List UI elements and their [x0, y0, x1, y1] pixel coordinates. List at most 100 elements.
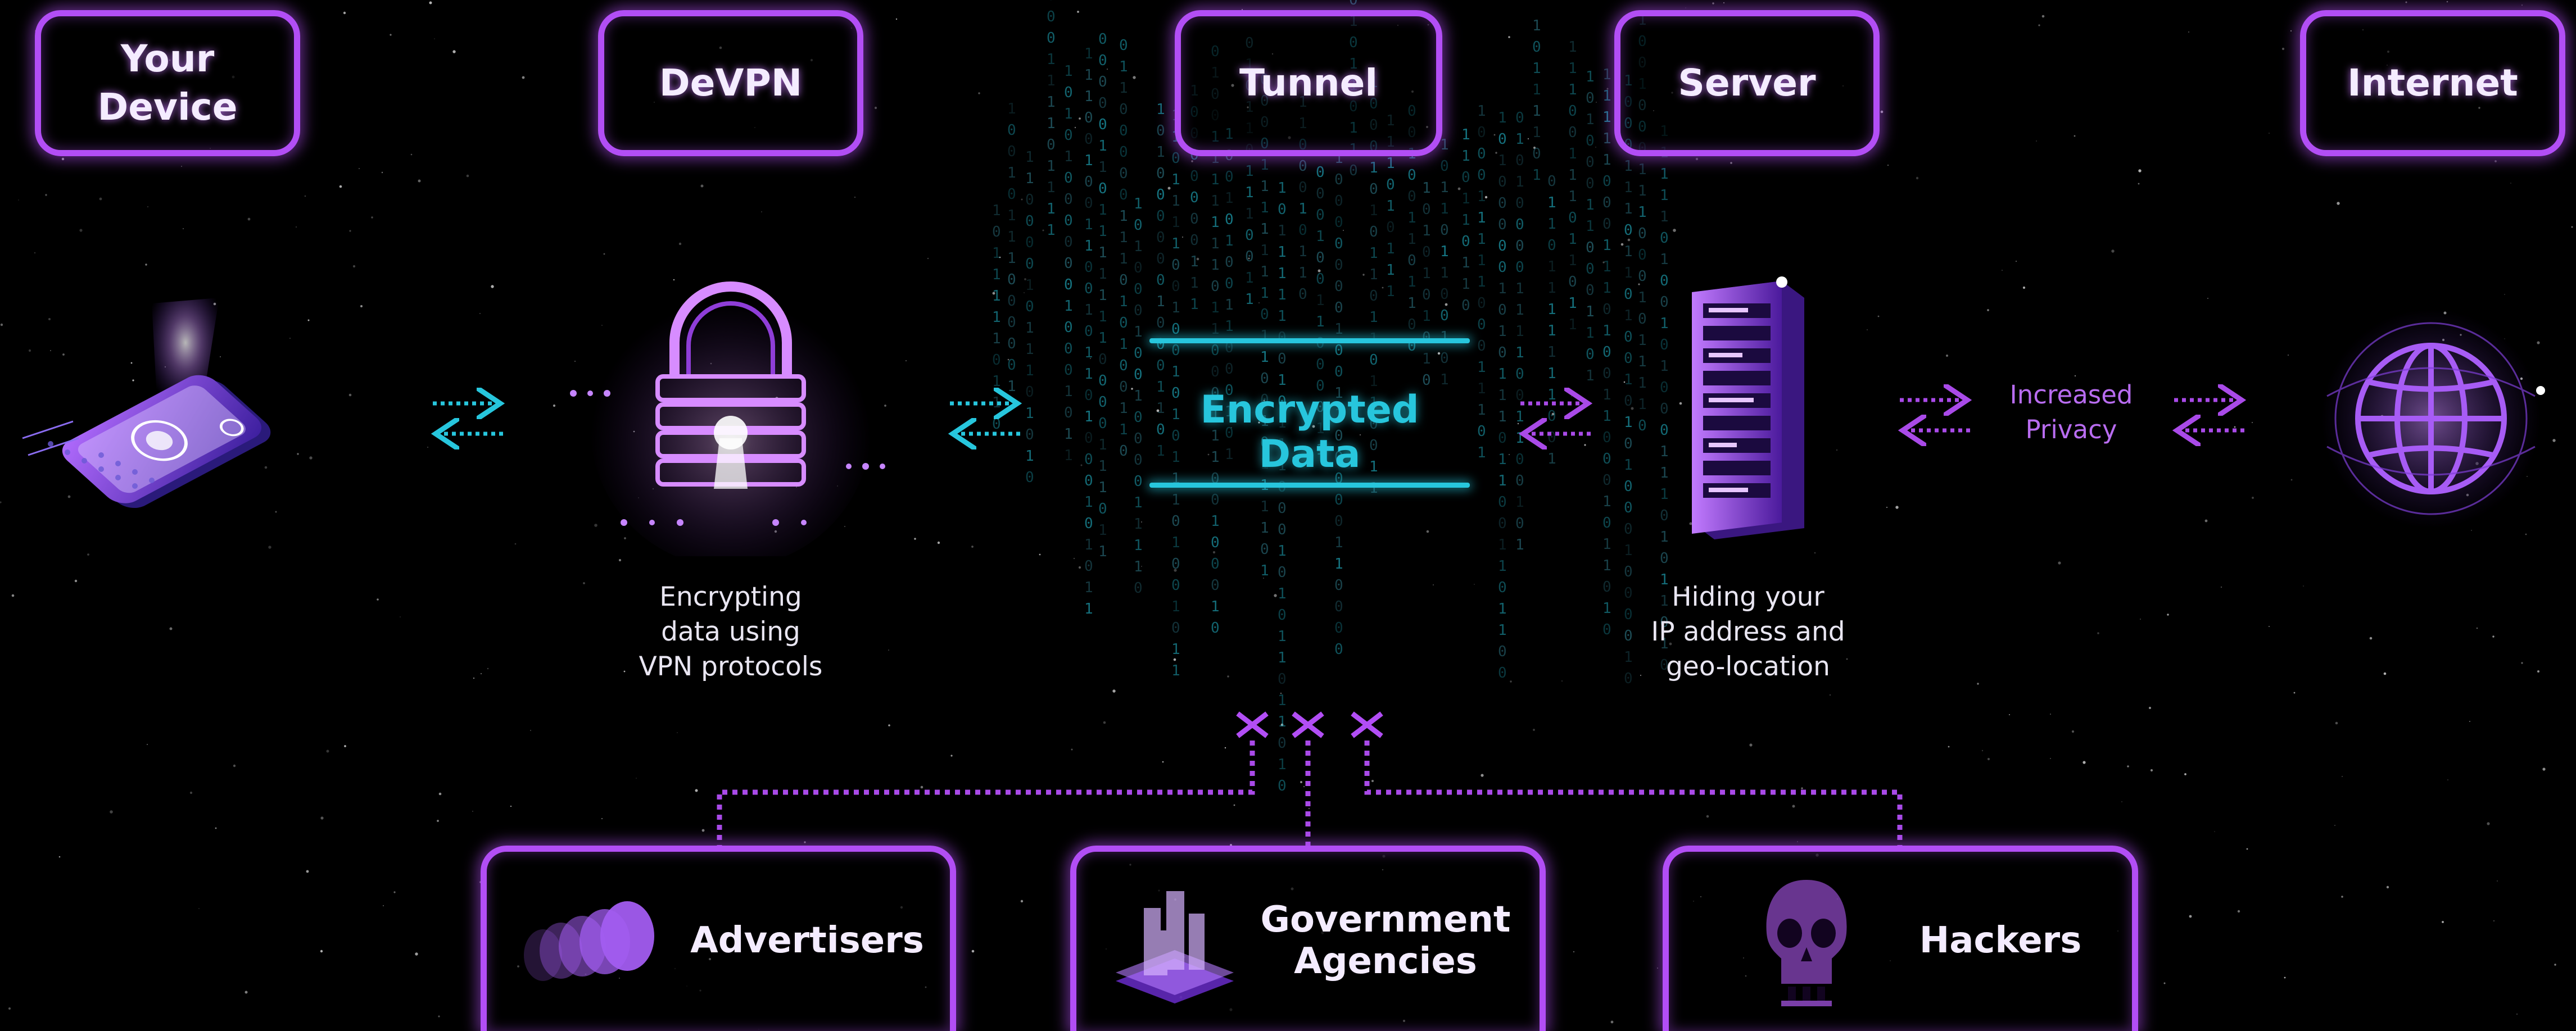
- svg-text:1: 1: [1660, 529, 1669, 546]
- svg-text:1: 1: [1334, 321, 1343, 338]
- svg-text:1: 1: [1084, 494, 1093, 511]
- svg-text:1: 1: [1098, 458, 1107, 475]
- svg-text:0: 0: [1586, 154, 1595, 171]
- svg-text:0: 0: [1660, 272, 1669, 289]
- svg-text:1: 1: [1278, 308, 1287, 325]
- svg-text:0: 0: [1477, 146, 1486, 162]
- svg-text:0: 0: [1624, 628, 1633, 644]
- svg-text:0: 0: [1349, 162, 1358, 179]
- svg-text:1: 1: [1171, 598, 1180, 615]
- svg-text:0: 0: [1407, 252, 1416, 269]
- svg-text:1: 1: [1316, 292, 1325, 309]
- svg-text:1: 1: [1568, 188, 1577, 205]
- threat-label-advertisers: Advertisers: [690, 920, 924, 962]
- svg-text:0: 0: [1156, 272, 1165, 289]
- svg-text:1: 1: [1298, 243, 1307, 260]
- svg-text:0: 0: [1119, 315, 1128, 331]
- stage-label-server: Server: [1678, 61, 1816, 105]
- svg-text:1: 1: [1422, 308, 1431, 325]
- svg-text:0: 0: [1156, 357, 1165, 374]
- svg-text:1: 1: [1211, 513, 1220, 530]
- threat-label-hackers: Hackers: [1919, 920, 2082, 962]
- svg-text:1: 1: [1602, 280, 1611, 297]
- svg-text:1: 1: [1098, 543, 1107, 560]
- svg-text:1: 1: [1025, 170, 1034, 187]
- svg-text:0: 0: [1334, 214, 1343, 231]
- svg-text:0: 0: [1407, 316, 1416, 333]
- svg-text:0: 0: [1047, 8, 1056, 25]
- svg-text:0: 0: [1334, 449, 1343, 466]
- svg-text:0: 0: [1134, 409, 1143, 426]
- svg-text:0: 0: [1568, 124, 1577, 141]
- svg-text:0: 0: [1278, 671, 1287, 688]
- svg-text:0: 0: [1316, 207, 1325, 224]
- svg-text:0: 0: [1316, 185, 1325, 202]
- svg-text:0: 0: [1064, 276, 1073, 293]
- svg-text:1: 1: [1211, 257, 1220, 274]
- svg-text:1: 1: [1084, 216, 1093, 233]
- stage-label-devpn: DeVPN: [659, 61, 803, 105]
- svg-text:0: 0: [1440, 286, 1449, 303]
- svg-text:1: 1: [1602, 557, 1611, 574]
- svg-text:0: 0: [1532, 39, 1541, 56]
- svg-text:0: 0: [1638, 311, 1647, 328]
- svg-text:1: 1: [1260, 498, 1269, 515]
- svg-text:1: 1: [1440, 179, 1449, 196]
- svg-text:1: 1: [1260, 285, 1269, 302]
- svg-text:1: 1: [1369, 394, 1378, 411]
- svg-text:0: 0: [1334, 577, 1343, 594]
- svg-text:1: 1: [1547, 216, 1556, 233]
- svg-text:1: 1: [1047, 94, 1056, 111]
- svg-text:1: 1: [1547, 258, 1556, 275]
- svg-text:1: 1: [1047, 201, 1056, 217]
- svg-text:0: 0: [1477, 423, 1486, 440]
- svg-text:1: 1: [1440, 243, 1449, 260]
- svg-text:0: 0: [1211, 620, 1220, 637]
- svg-text:0: 0: [1602, 173, 1611, 190]
- svg-text:1: 1: [1602, 536, 1611, 553]
- svg-text:1: 1: [1660, 443, 1669, 460]
- svg-text:0: 0: [1660, 294, 1669, 311]
- svg-text:1: 1: [1660, 486, 1669, 503]
- svg-text:0: 0: [1064, 127, 1073, 144]
- svg-text:1: 1: [1211, 449, 1220, 466]
- svg-text:1: 1: [1098, 138, 1107, 155]
- svg-text:1: 1: [1369, 245, 1378, 262]
- svg-text:1: 1: [1156, 293, 1165, 310]
- svg-text:1: 1: [1084, 601, 1093, 617]
- svg-text:1: 1: [992, 288, 1001, 305]
- svg-text:0: 0: [1156, 229, 1165, 246]
- svg-text:1: 1: [1547, 280, 1556, 297]
- svg-text:0: 0: [1498, 302, 1507, 319]
- svg-text:0: 0: [1369, 437, 1378, 454]
- svg-text:1: 1: [1638, 161, 1647, 178]
- svg-text:0: 0: [1171, 150, 1180, 167]
- svg-text:0: 0: [1134, 452, 1143, 469]
- svg-text:1: 1: [1211, 171, 1220, 188]
- svg-text:0: 0: [1440, 307, 1449, 324]
- svg-text:0: 0: [1334, 235, 1343, 252]
- svg-text:0: 0: [1156, 315, 1165, 331]
- svg-text:0: 0: [1532, 146, 1541, 162]
- svg-text:1: 1: [1498, 408, 1507, 425]
- svg-text:0: 0: [1316, 335, 1325, 352]
- svg-text:1: 1: [1225, 446, 1234, 463]
- svg-text:0: 0: [1171, 556, 1180, 573]
- svg-text:0: 0: [1064, 255, 1073, 272]
- svg-text:0: 0: [1156, 421, 1165, 438]
- svg-text:0: 0: [1369, 181, 1378, 198]
- svg-text:0: 0: [1334, 620, 1343, 637]
- svg-text:0: 0: [1171, 428, 1180, 444]
- svg-text:1: 1: [1225, 233, 1234, 249]
- svg-text:1: 1: [1211, 428, 1220, 444]
- svg-text:0: 0: [1225, 425, 1234, 442]
- stage-server: Server: [1614, 10, 1880, 156]
- svg-text:1: 1: [1660, 315, 1669, 332]
- svg-text:1: 1: [1225, 318, 1234, 335]
- svg-text:1: 1: [1084, 366, 1093, 383]
- svg-text:0: 0: [1119, 357, 1128, 374]
- svg-text:1: 1: [1369, 202, 1378, 219]
- svg-text:1: 1: [1007, 101, 1016, 117]
- svg-text:1: 1: [1407, 210, 1416, 226]
- svg-text:0: 0: [1660, 230, 1669, 247]
